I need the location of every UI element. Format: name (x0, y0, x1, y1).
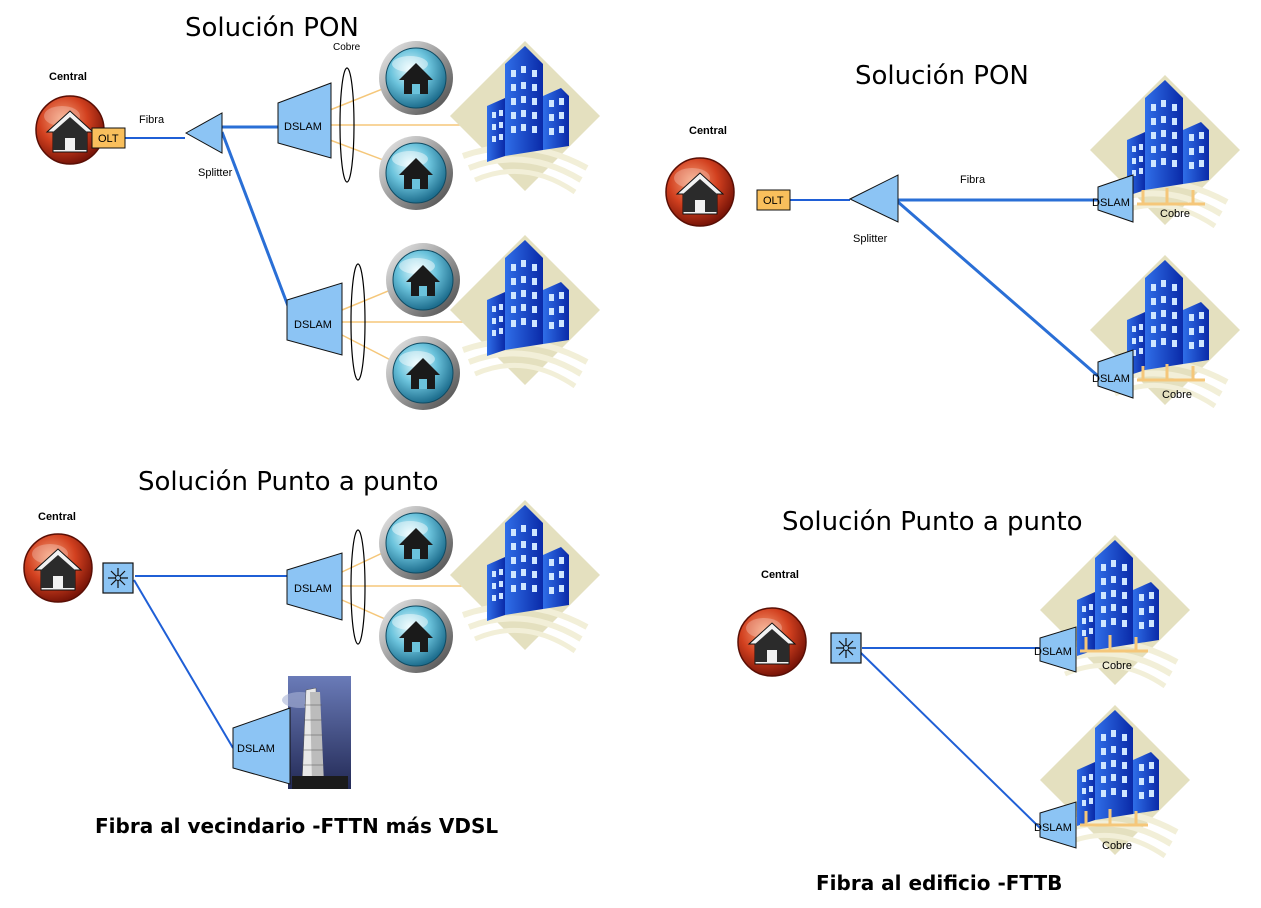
olt-box (756, 189, 791, 211)
tower-building-icon (282, 676, 351, 789)
pon-fttn-diagram: Solución PON Central OLT Fibra Splitter … (35, 13, 600, 411)
ethernet-switch-icon (102, 562, 134, 594)
splitter-icon (184, 112, 223, 154)
central-label: Central (689, 125, 727, 137)
fiber-link (220, 131, 290, 307)
dslam-icon (286, 552, 343, 621)
dslam-icon (1039, 801, 1077, 849)
fiber-link (133, 579, 234, 749)
splitter-icon (848, 174, 899, 223)
olt-label: OLT (763, 195, 784, 207)
fiber-link (897, 200, 1099, 378)
fiber-link (859, 651, 1041, 829)
dslam-icon (1097, 349, 1134, 399)
p2p-fttn-diagram: Solución Punto a punto Central DSLAM (23, 467, 600, 789)
dslam-icon (286, 282, 343, 356)
fiber-label: Fibra (139, 114, 165, 126)
copper-label: Cobre (1162, 389, 1192, 401)
copper-label: Cobre (1102, 660, 1132, 672)
home-icon (378, 505, 454, 581)
dslam-icon (1039, 626, 1077, 673)
p2p-fttb-diagram: Solución Punto a punto Central DSLAM Cob… (737, 507, 1190, 856)
dslam-label: DSLAM (1092, 197, 1130, 209)
title-pon-right: Solución PON (855, 61, 1029, 91)
building-icon (450, 235, 600, 386)
dslam-icon (232, 707, 291, 785)
building-icon (450, 500, 600, 651)
dslam-label: DSLAM (294, 319, 332, 331)
cable-bundle (350, 529, 366, 645)
pon-fttb-diagram: Solución PON Central OLT Fibra Splitter … (665, 61, 1240, 406)
copper-label: Cobre (1160, 208, 1190, 220)
title-p2p-right: Solución Punto a punto (782, 507, 1083, 537)
dslam-label: DSLAM (1034, 646, 1072, 658)
dslam-icon (277, 82, 332, 159)
central-label: Central (761, 569, 799, 581)
copper-label: Cobre (1102, 840, 1132, 852)
olt-box (91, 127, 126, 149)
dslam-label: DSLAM (1092, 373, 1130, 385)
dslam-label: DSLAM (1034, 822, 1072, 834)
fiber-label: Fibra (960, 174, 986, 186)
central-label: Central (38, 511, 76, 523)
central-office-icon (737, 607, 807, 677)
title-p2p-left: Solución Punto a punto (138, 467, 439, 497)
dslam-icon (1097, 174, 1134, 223)
home-icon (385, 242, 461, 318)
caption-fttn: Fibra al vecindario -FTTN más VDSL (95, 814, 498, 838)
central-label: Central (49, 71, 87, 83)
home-icon (385, 335, 461, 411)
dslam-label: DSLAM (237, 743, 275, 755)
dslam-label: DSLAM (284, 121, 322, 133)
ethernet-switch-icon (830, 632, 862, 664)
home-icon (378, 40, 454, 116)
title-pon-left: Solución PON (185, 13, 359, 43)
building-icon (450, 41, 600, 192)
home-icon (378, 135, 454, 211)
home-icon (378, 598, 454, 674)
splitter-label: Splitter (853, 233, 888, 245)
cable-bundle (339, 67, 355, 183)
dslam-label: DSLAM (294, 583, 332, 595)
cable-bundle (350, 263, 366, 381)
caption-fttb: Fibra al edificio -FTTB (816, 871, 1062, 895)
central-office-icon (23, 533, 93, 603)
copper-label: Cobre (333, 42, 361, 53)
olt-label: OLT (98, 133, 119, 145)
splitter-label: Splitter (198, 167, 233, 179)
central-office-icon (665, 157, 735, 227)
